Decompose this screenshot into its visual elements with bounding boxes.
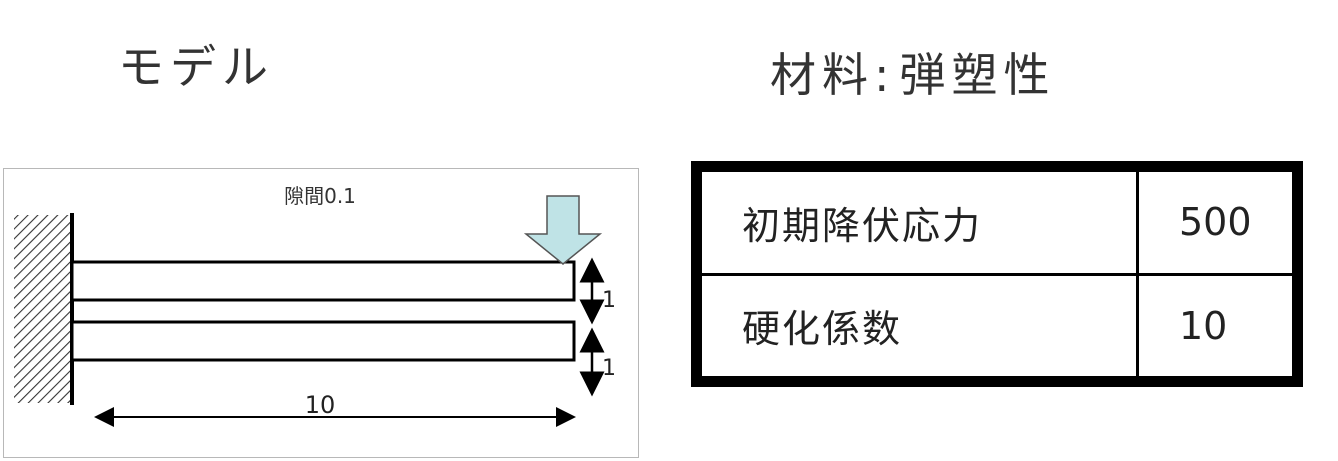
material-heading-separator: : <box>874 48 896 102</box>
lower-height-label: 1 <box>602 356 616 381</box>
table-row: 初期降伏応力 500 <box>695 165 1299 276</box>
material-properties-table: 初期降伏応力 500 硬化係数 10 <box>691 161 1303 387</box>
property-label: 硬化係数 <box>695 272 1139 383</box>
property-value: 500 <box>1136 165 1299 276</box>
model-diagram: 隙間0.1 1 1 10 <box>3 168 639 458</box>
material-heading-prefix: 材料 <box>770 48 874 102</box>
upper-beam <box>70 260 576 302</box>
model-diagram-svg: 隙間0.1 1 1 10 <box>14 184 616 427</box>
model-heading: モデル <box>118 40 274 94</box>
material-heading-suffix: 弾塑性 <box>899 48 1056 102</box>
lower-beam <box>70 320 576 362</box>
property-value: 10 <box>1136 272 1299 383</box>
length-label: 10 <box>305 391 336 419</box>
material-heading: 材料:弾塑性 <box>770 52 1056 98</box>
upper-height-label: 1 <box>602 288 616 313</box>
table-row: 硬化係数 10 <box>695 272 1299 383</box>
load-arrow-icon <box>523 195 603 265</box>
property-label: 初期降伏応力 <box>695 165 1139 276</box>
gap-label: 隙間0.1 <box>284 184 356 208</box>
fixed-support-hatch <box>14 215 72 403</box>
